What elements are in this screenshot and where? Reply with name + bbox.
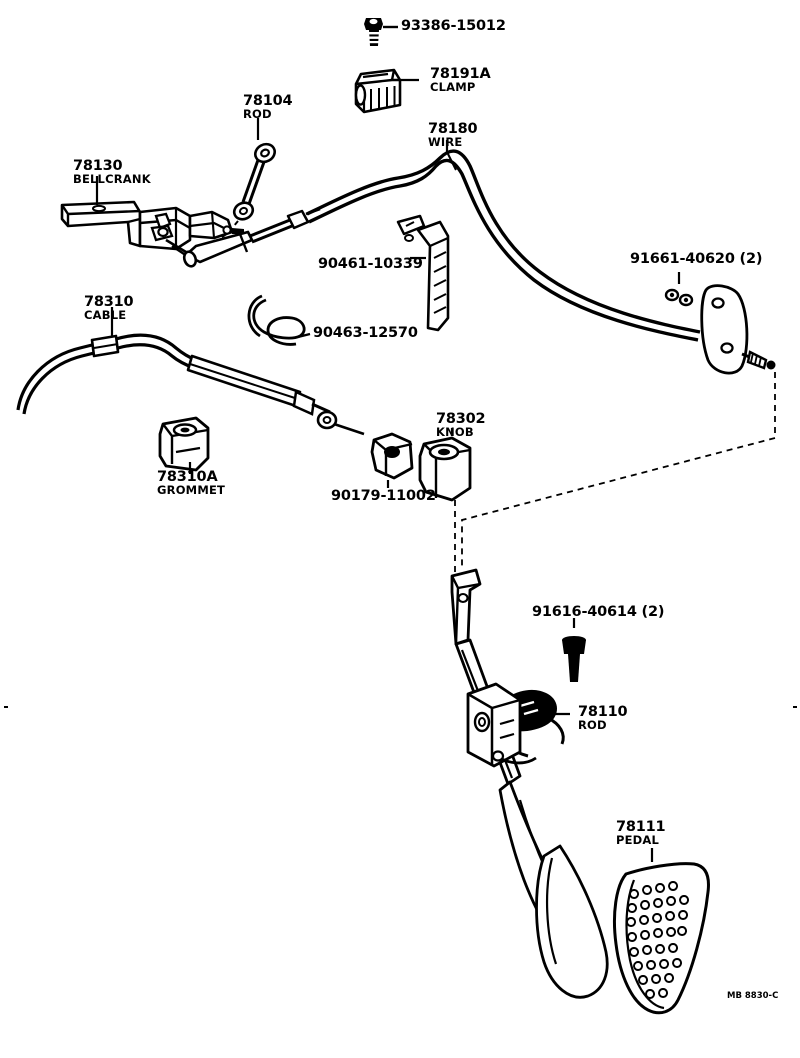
part-name: KNOB — [436, 424, 474, 439]
callout-78302: 78302 KNOB — [436, 411, 486, 439]
callout-90179-11002: 90179-11002 — [331, 489, 436, 504]
part-number: 91661-40620 (2) — [630, 251, 763, 267]
part-78310-cable — [16, 307, 365, 436]
part-78111-pedal-pad — [612, 848, 710, 1015]
part-name: GROMMET — [157, 482, 226, 497]
part-number: 78191A — [430, 66, 491, 82]
callout-78310A: 78310A GROMMET — [157, 470, 225, 497]
part-78191A-clamp — [354, 68, 419, 114]
callout-90463-12570: 90463-12570 — [313, 326, 418, 341]
part-78310A-grommet — [158, 416, 210, 474]
part-90461-10339-clip — [396, 214, 450, 332]
part-number: 78180 — [428, 121, 478, 137]
part-90179-11002-nut — [370, 432, 414, 488]
part-number: 78110 — [578, 704, 628, 720]
part-name: CABLE — [84, 307, 127, 322]
callout-90461-10339: 90461-10339 — [318, 257, 423, 272]
callout-91661-40620: 91661-40620 (2) — [630, 251, 763, 267]
registration-marks — [4, 706, 797, 708]
pedal-arm-assembly — [450, 568, 609, 999]
part-91616-40614-bolt — [562, 618, 586, 682]
part-name: BELLCRANK — [73, 171, 151, 186]
part-91661-40620-bolts — [461, 272, 776, 568]
part-number: 78111 — [616, 819, 666, 835]
part-name: WIRE — [428, 134, 463, 149]
part-number: 93386-15012 — [401, 18, 506, 34]
callout-78310: 78310 CABLE — [84, 294, 134, 322]
bellcrank-cable-sheath — [182, 207, 321, 268]
part-number: 78310A — [157, 469, 218, 485]
part-name: CLAMP — [430, 79, 476, 94]
callout-78110: 78110 ROD — [578, 704, 628, 732]
part-number: 90463-12570 — [313, 325, 418, 341]
callout-78130: 78130 BELLCRANK — [73, 159, 151, 186]
part-name: PEDAL — [616, 832, 660, 847]
part-93386-15012-bolt — [364, 18, 398, 46]
part-number: 91616-40614 (2) — [532, 604, 665, 620]
part-number: 90461-10339 — [318, 256, 423, 272]
sheet-code: MB 8830-C — [727, 991, 779, 1001]
part-78104-rod — [217, 118, 276, 241]
part-number: 78130 — [73, 158, 123, 174]
part-78302-knob — [418, 428, 472, 572]
callout-78104: 78104 ROD — [243, 93, 293, 121]
callout-78191A: 78191A CLAMP — [430, 66, 491, 94]
callout-78111: 78111 PEDAL — [616, 819, 666, 847]
part-number: 90179-11002 — [331, 488, 436, 504]
part-90463-12570-clamp — [247, 294, 311, 346]
callout-93386-15012: 93386-15012 — [401, 19, 506, 34]
part-number: 78104 — [243, 93, 293, 109]
part-name: ROD — [578, 717, 607, 732]
part-number: 78302 — [436, 411, 486, 427]
part-78180-wire — [306, 140, 701, 342]
callout-91616-40614: 91616-40614 (2) — [532, 604, 665, 620]
part-name: ROD — [243, 106, 272, 121]
part-number: 78310 — [84, 294, 134, 310]
callout-78180: 78180 WIRE — [428, 121, 478, 149]
